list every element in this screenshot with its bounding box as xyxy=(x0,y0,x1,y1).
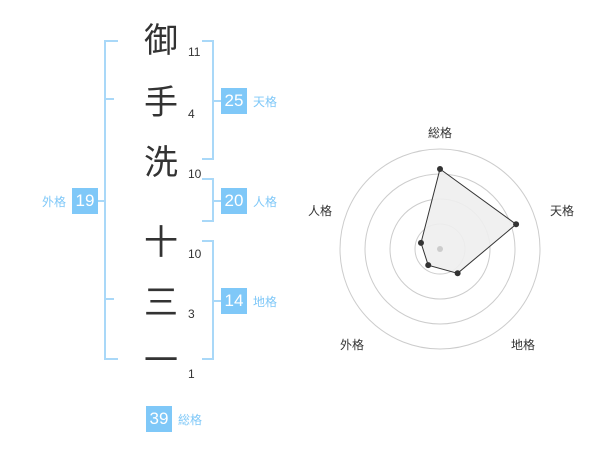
name-char-3: 洗 xyxy=(144,143,178,183)
radar-ring xyxy=(339,148,541,350)
radar-label-gaikaku: 外格 xyxy=(340,338,365,352)
radar-center-dot xyxy=(437,246,443,252)
radar-point-5 xyxy=(417,239,424,246)
jinkaku-label: 人格 xyxy=(253,195,278,209)
soukaku-label: 総格 xyxy=(178,413,203,427)
gaikaku-bracket-tick xyxy=(104,298,114,300)
chikaku-bracket xyxy=(202,240,214,360)
tenkaku-label: 天格 xyxy=(253,95,278,109)
name-char-2: 手 xyxy=(144,83,178,123)
stroke-count-1: 11 xyxy=(188,45,201,59)
chikaku-connector xyxy=(214,300,222,302)
chikaku-label: 地格 xyxy=(253,295,278,309)
name-char-5: 三 xyxy=(144,283,178,323)
gaikaku-bracket-tick xyxy=(104,98,114,100)
radar-label-jinkaku: 人格 xyxy=(308,204,333,218)
radar-label-soukaku: 総格 xyxy=(428,126,453,140)
name-char-4: 十 xyxy=(144,223,178,263)
radar-point-2 xyxy=(513,221,520,228)
gaikaku-bracket xyxy=(104,40,118,360)
stroke-count-5: 3 xyxy=(188,307,195,321)
stroke-count-4: 10 xyxy=(188,247,202,261)
radar-point-3 xyxy=(454,270,461,277)
name-char-6: 一 xyxy=(144,341,178,381)
gaikaku-label: 外格 xyxy=(42,195,67,209)
radar-point-1 xyxy=(437,166,443,172)
radar-label-chikaku: 地格 xyxy=(511,338,536,352)
radar-label-tenkaku: 天格 xyxy=(550,204,575,218)
jinkaku-bracket xyxy=(202,178,214,222)
radar-chart xyxy=(339,148,541,350)
jinkaku-connector xyxy=(214,200,222,202)
stroke-count-3: 10 xyxy=(188,167,202,181)
gaikaku-value: 19 xyxy=(72,188,98,214)
jinkaku-value: 20 xyxy=(221,188,247,214)
tenkaku-value: 25 xyxy=(221,88,247,114)
soukaku-value: 39 xyxy=(146,406,172,432)
tenkaku-connector xyxy=(214,100,222,102)
tenkaku-bracket xyxy=(202,40,214,160)
radar-area xyxy=(420,168,517,274)
stroke-count-6: 1 xyxy=(188,367,195,381)
radar-point-4 xyxy=(425,262,432,269)
name-char-1: 御 xyxy=(144,21,178,61)
stroke-count-2: 4 xyxy=(188,107,195,121)
chikaku-value: 14 xyxy=(221,288,247,314)
